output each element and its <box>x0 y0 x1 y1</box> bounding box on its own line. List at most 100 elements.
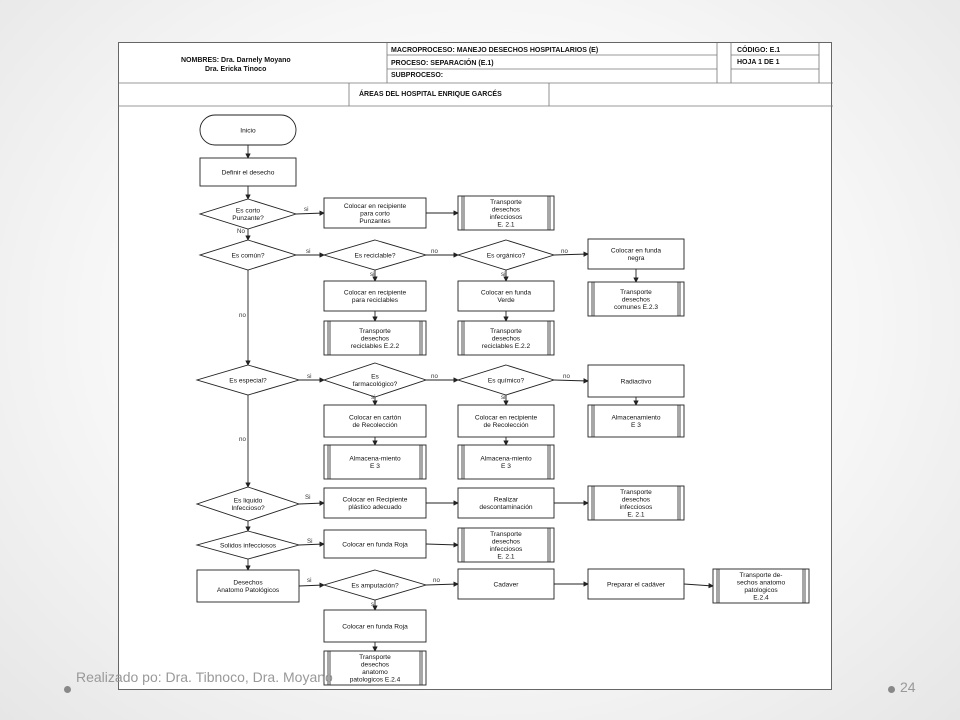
edge-label: no <box>431 373 438 380</box>
definir-text: Definir el desecho <box>222 169 275 176</box>
edge-label: si <box>370 271 374 278</box>
es-farmacologico-text: farmacológico? <box>353 381 398 388</box>
carton-text: Colocar en cartón <box>349 415 401 422</box>
transporte-e21-b-text: Transporte <box>620 489 652 496</box>
transporte-reciclables-b-text: Transporte <box>490 328 522 335</box>
almacena-a-text: Almacena-miento <box>349 456 401 463</box>
edge-label: no <box>433 577 440 584</box>
es-liquido-text: Infeccioso? <box>231 505 265 512</box>
transporte-reciclables-a-text: reciclables E.2.2 <box>351 343 400 350</box>
transporte-anatomo-a-text: patologicos <box>744 587 778 594</box>
transporte-e21-b-text: infecciosos <box>620 504 653 511</box>
cadaver-text: Cadaver <box>494 581 520 588</box>
almacena-b-text: Almacena-miento <box>480 456 532 463</box>
node-transporte-anatomo-a: Transporte de-sechos anatomopatologicosE… <box>712 568 810 604</box>
es-especial-text: Es especial? <box>229 377 267 384</box>
node-inicio: Inicio <box>199 114 297 146</box>
nombres-line1: NOMBRES: Dra. Darnely Moyano <box>181 57 291 64</box>
proceso-label: PROCESO: SEPARACIÓN (E.1) <box>391 60 494 67</box>
funda-verde-text: Verde <box>497 297 515 304</box>
transporte-anatomo-b-text: desechos <box>361 662 390 669</box>
footer-bullet-left <box>64 686 71 693</box>
recipiente-reciclables-text: Colocar en recipiente <box>344 290 407 297</box>
edge-label: si <box>307 373 311 380</box>
macroproceso-label: MACROPROCESO: MANEJO DESECHOS HOSPITALAR… <box>391 47 599 54</box>
node-definir: Definir el desecho <box>199 157 297 187</box>
funda-roja-b-text: Colocar en funda Roja <box>342 623 408 630</box>
transporte-reciclables-a-text: Transporte <box>359 328 391 335</box>
edge-label: no <box>561 248 568 255</box>
transporte-e21-b-text: E. 2.1 <box>627 512 645 519</box>
es-liquido-text: Es liquido <box>234 498 263 505</box>
recipiente-corto-text: Colocar en recipiente <box>344 203 407 210</box>
funda-roja-a-text: Colocar en funda Roja <box>342 541 408 548</box>
flow-arrow <box>683 582 714 589</box>
node-es-reciclable: Es reciclable? <box>322 239 428 271</box>
funda-verde-text: Colocar en funda <box>481 290 532 297</box>
edge-label: no <box>239 436 246 443</box>
nombres-line2: Dra. Ericka Tinoco <box>205 66 267 73</box>
node-funda-roja-b: Colocar en funda Roja <box>323 609 427 643</box>
flow-arrow <box>298 541 325 547</box>
transporte-e21-a-text: infecciosos <box>490 214 523 221</box>
edge-label: si <box>307 577 311 584</box>
almacenamiento-e3-text: Almacenamiento <box>611 415 660 422</box>
es-corto-text: Punzante? <box>232 215 264 222</box>
node-es-quimico: Es químico? <box>456 364 556 396</box>
es-reciclable-text: Es reciclable? <box>354 252 395 259</box>
edge-label: no <box>239 312 246 319</box>
es-comun-text: Es común? <box>232 252 265 259</box>
edge-label: Si <box>307 538 313 545</box>
transporte-reciclables-b-text: reciclables E.2.2 <box>482 343 531 350</box>
codigo-label: CÓDIGO: E.1 <box>737 47 781 54</box>
edge-label: No <box>237 228 245 235</box>
edge-label: no <box>431 248 438 255</box>
inicio-text: Inicio <box>240 127 256 134</box>
recipiente-recoleccion-text: de Recolección <box>483 422 528 429</box>
transporte-e21-a-text: desechos <box>492 207 521 214</box>
flow-arrow <box>425 581 459 587</box>
es-farmacologico-text: Es <box>371 374 379 381</box>
transporte-e21-b-text: desechos <box>622 497 651 504</box>
node-funda-roja-a: Colocar en funda Roja <box>323 529 427 559</box>
transporte-e21-c-text: Transporte <box>490 531 522 538</box>
es-corto-text: Es corto <box>236 208 261 215</box>
es-amputacion-text: Es amputación? <box>351 582 399 589</box>
node-es-organico: Es orgánico? <box>456 239 556 271</box>
transporte-anatomo-a-text: E.2.4 <box>753 595 769 602</box>
recipiente-corto-text: para corto <box>360 210 390 217</box>
edge-label: Si <box>305 494 311 501</box>
transporte-e21-c-text: E. 2.1 <box>497 554 515 561</box>
edge-label: si <box>304 206 308 213</box>
areas-label: ÁREAS DEL HOSPITAL ENRIQUE GARCÉS <box>359 91 502 98</box>
node-cadaver: Cadaver <box>457 568 555 600</box>
node-solidos: Solidos infecciosos <box>195 530 301 560</box>
es-quimico-text: Es químico? <box>488 377 525 384</box>
flowchart-sheet: NOMBRES: Dra. Darnely Moyano Dra. Ericka… <box>118 42 833 690</box>
footer-bullet-right <box>888 686 895 693</box>
recipiente-recoleccion-text: Colocar en recipiente <box>475 415 538 422</box>
recipiente-reciclables-text: para reciclables <box>352 297 399 304</box>
edge-label: si <box>306 248 310 255</box>
recipiente-plastico-text: plástico adecuado <box>348 504 401 511</box>
anatomo-text: Anatomo Patológicos <box>217 587 280 594</box>
transporte-e21-a-text: Transporte <box>490 199 522 206</box>
hoja-label: HOJA 1 DE 1 <box>737 59 780 66</box>
preparar-text: Preparar el cadáver <box>607 581 666 588</box>
transporte-anatomo-b-text: Transporte <box>359 654 391 661</box>
funda-negra-text: Colocar en funda <box>611 248 662 255</box>
node-radiactivo: Radiactivo <box>587 364 685 398</box>
recipiente-plastico-text: Colocar en Recipiente <box>343 497 408 504</box>
